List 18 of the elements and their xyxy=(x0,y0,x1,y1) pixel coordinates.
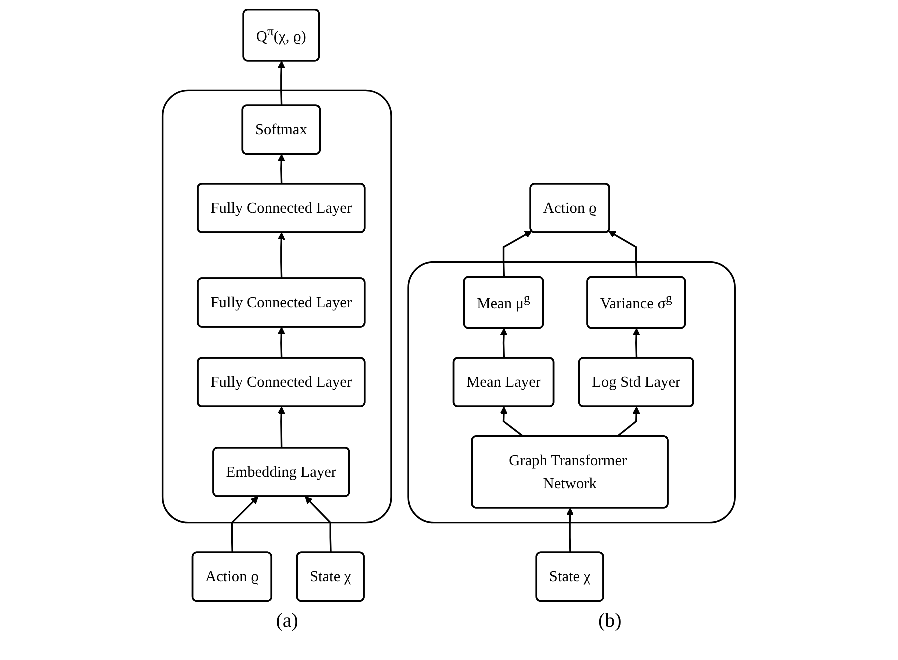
arrow xyxy=(278,406,286,448)
arrow xyxy=(278,232,286,278)
arrow xyxy=(616,406,640,437)
arrow xyxy=(305,496,332,553)
arrow xyxy=(566,508,574,553)
arrow xyxy=(632,328,640,358)
arrow xyxy=(500,328,508,358)
arrow xyxy=(608,230,638,278)
arrow xyxy=(278,154,286,184)
arrow xyxy=(278,60,286,106)
panel-label: (b) xyxy=(598,610,622,633)
cluster xyxy=(408,260,736,524)
arrow xyxy=(500,406,524,437)
cluster xyxy=(162,89,392,524)
arrow xyxy=(231,496,259,553)
panel-label: (a) xyxy=(276,610,298,633)
arrow xyxy=(278,326,286,358)
arrow xyxy=(502,230,532,278)
